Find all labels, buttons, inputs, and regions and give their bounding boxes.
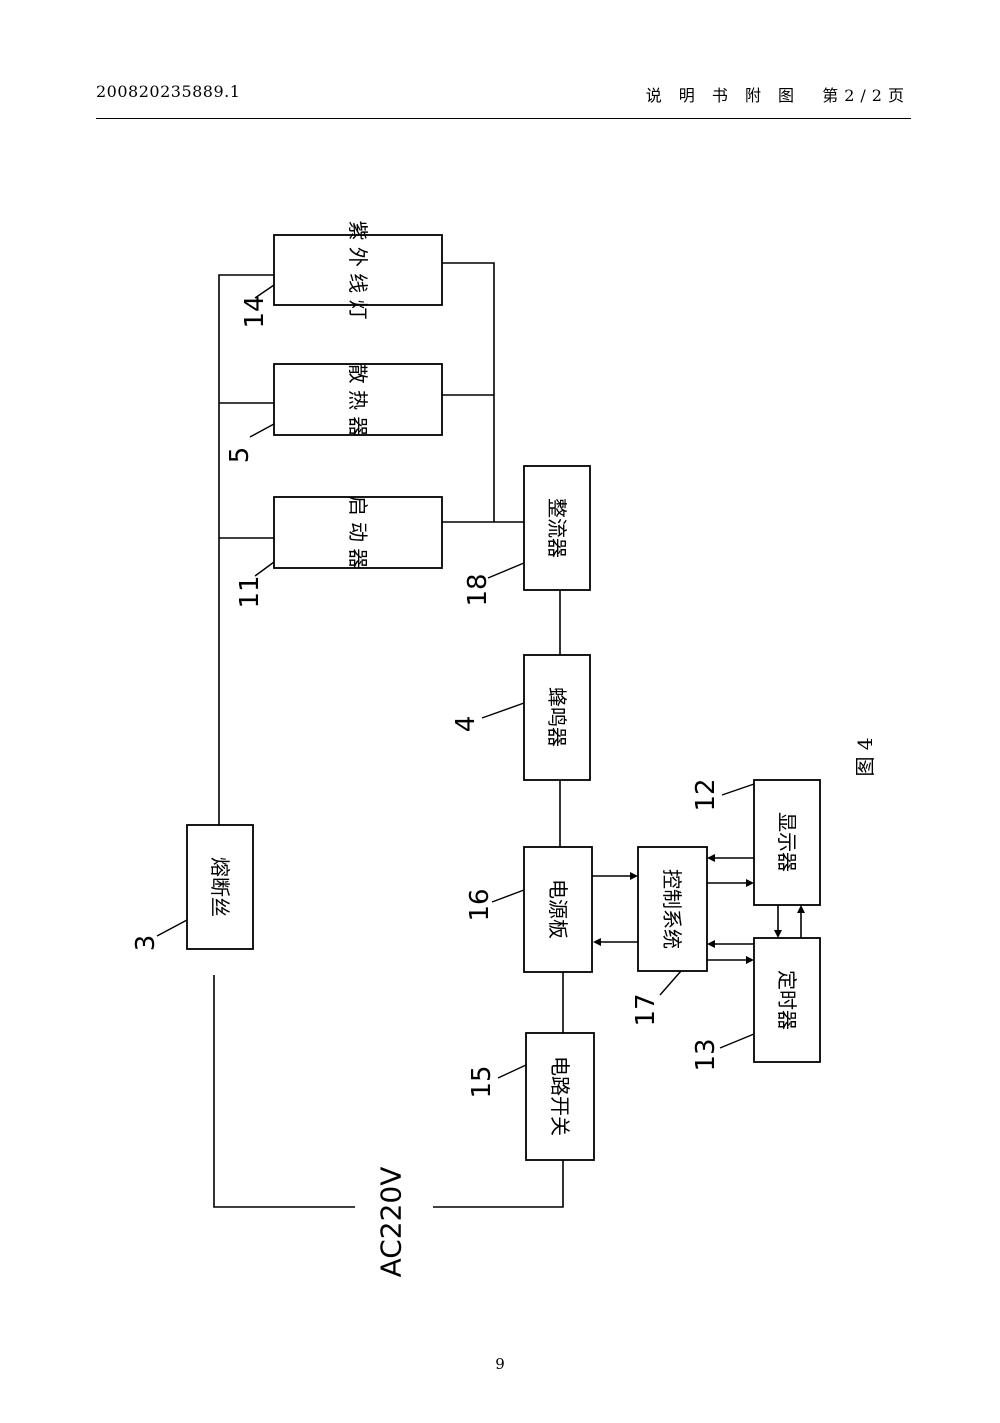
wire-fuse-to-ac — [213, 975, 355, 1208]
block-rectifier: 整流器 — [523, 465, 591, 591]
block-timer: 定时器 — [753, 937, 821, 1063]
page-of-total: 第2/2页 — [822, 86, 910, 105]
ac-supply-label: AC220V — [375, 1167, 408, 1278]
block-display: 显示器 — [753, 779, 821, 906]
arrowhead-control-to-timer — [746, 956, 754, 964]
block-buzzer: 蜂鸣器 — [523, 654, 591, 781]
arrowhead-control-to-power — [593, 938, 601, 946]
radiator-label: 散 热 器 — [346, 364, 370, 437]
buzzer-label: 蜂鸣器 — [545, 687, 569, 747]
leader-16 — [491, 889, 525, 903]
arrowhead-power-to-control — [630, 872, 638, 880]
ref-13: 13 — [691, 1038, 721, 1071]
arrowhead-timer-to-control — [707, 940, 715, 948]
leader-14 — [254, 284, 275, 299]
ref-11: 11 — [235, 575, 265, 608]
starter-label: 启 动 器 — [346, 496, 370, 569]
leader-5 — [249, 423, 275, 438]
leader-11 — [254, 561, 275, 577]
power-board-label: 电源板 — [546, 879, 570, 939]
block-fuse: 熔断丝 — [186, 824, 254, 950]
arrowhead-timer-to-display — [797, 905, 805, 913]
wiring — [213, 262, 805, 1208]
ref-16: 16 — [465, 888, 495, 921]
arrowhead-display-to-control — [707, 854, 715, 862]
leader-12 — [721, 783, 755, 796]
timer-label: 定时器 — [775, 970, 799, 1030]
leader-3 — [156, 919, 188, 937]
reference-numerals: 14 5 11 18 4 3 16 17 12 13 15 — [131, 284, 755, 1099]
ref-14: 14 — [240, 295, 270, 328]
ref-17: 17 — [631, 993, 661, 1026]
leader-4 — [481, 702, 525, 719]
block-starter: 启 动 器 — [273, 496, 443, 569]
ref-12: 12 — [691, 778, 721, 811]
rectifier-label: 整流器 — [545, 498, 569, 558]
arrowhead-display-to-timer — [774, 930, 782, 938]
arrowhead-control-to-display — [746, 879, 754, 887]
leader-17 — [659, 970, 682, 996]
document-number: 200820235889.1 — [96, 82, 241, 101]
document-title: 说 明 书 附 图 第2/2页 — [646, 82, 910, 106]
block-radiator: 散 热 器 — [273, 363, 443, 437]
leader-13 — [719, 1033, 755, 1049]
block-power-board: 电源板 — [523, 846, 593, 973]
block-uv-lamp: 紫 外 线 灯 — [273, 220, 443, 320]
wire-ac-to-switch — [433, 1160, 564, 1208]
control-system-label: 控制系统 — [660, 869, 684, 949]
block-control-system: 控制系统 — [637, 846, 708, 972]
wire-right-bus — [442, 262, 495, 522]
fuse-label: 熔断丝 — [208, 857, 232, 917]
wire-left-bus-upper — [218, 274, 274, 825]
uv-lamp-label: 紫 外 线 灯 — [346, 220, 370, 319]
ref-4: 4 — [451, 716, 481, 733]
leader-15 — [497, 1064, 527, 1079]
ref-3: 3 — [131, 935, 161, 952]
doc-section-title: 说 明 书 附 图 — [645, 86, 801, 105]
leader-18 — [487, 562, 525, 579]
ref-18: 18 — [463, 573, 493, 606]
header-rule — [96, 118, 911, 119]
page-number: 9 — [495, 1355, 505, 1373]
ref-5: 5 — [225, 447, 255, 464]
circuit-switch-label: 电路开关 — [548, 1056, 572, 1136]
ref-15: 15 — [467, 1065, 497, 1098]
figure-caption: 图 4 — [853, 737, 877, 776]
block-circuit-switch: 电路开关 — [525, 1032, 595, 1161]
display-label: 显示器 — [775, 812, 799, 872]
